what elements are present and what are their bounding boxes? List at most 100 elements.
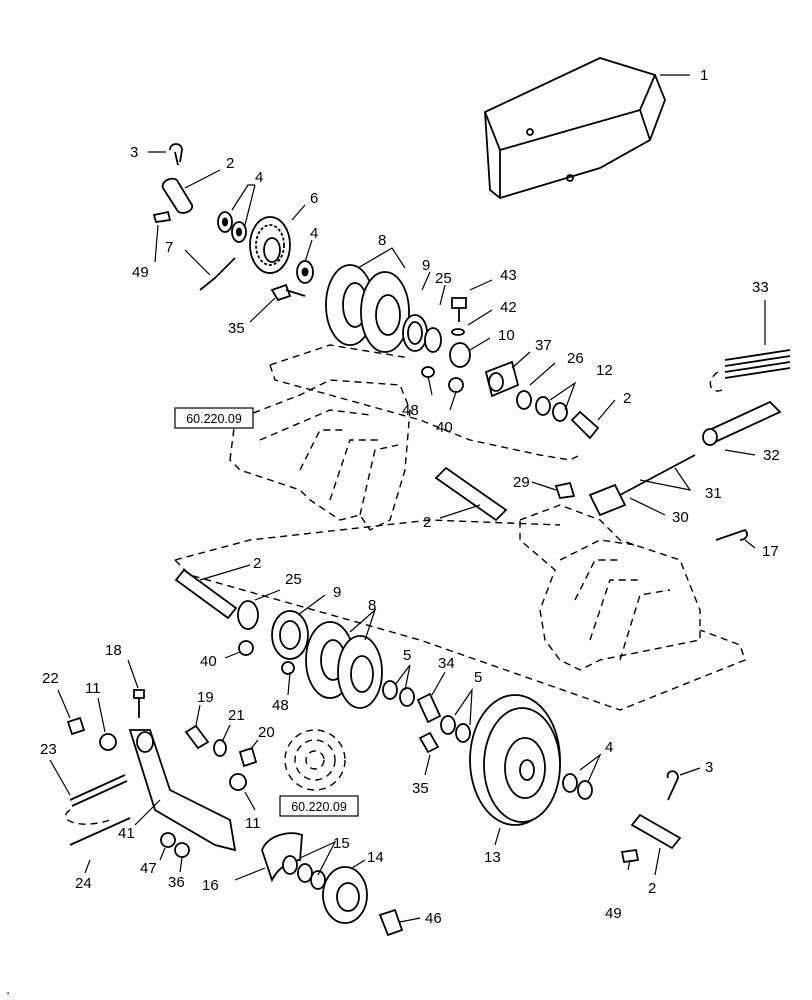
phantom-outlines [64, 344, 746, 825]
callout-5: 5 [474, 669, 482, 686]
callout-labels: 1 2 3 4 6 49 7 4 8 9 25 43 42 10 37 26 1… [40, 67, 780, 927]
callout-36: 36 [168, 874, 185, 891]
callout-12: 12 [596, 362, 613, 379]
callout-43: 43 [500, 267, 517, 284]
footer-mark: . [6, 981, 10, 998]
sprocket [249, 216, 291, 274]
callout-35: 35 [412, 780, 429, 797]
callout-15: 15 [333, 835, 350, 852]
callout-16: 16 [202, 877, 219, 894]
callout-9: 9 [333, 584, 341, 601]
callout-30: 30 [672, 509, 689, 526]
callout-37: 37 [535, 337, 552, 354]
reference-text: 60.220.09 [186, 412, 242, 426]
callout-6: 6 [310, 190, 318, 207]
callout-47: 47 [140, 860, 157, 877]
callout-29: 29 [513, 474, 530, 491]
cotter-pin-right [715, 528, 748, 541]
callout-34: 34 [438, 655, 455, 672]
callout-7: 7 [165, 239, 173, 256]
parts [66, 57, 791, 937]
callout-22: 22 [42, 670, 59, 687]
callout-5: 5 [403, 647, 411, 664]
callout-2: 2 [623, 390, 631, 407]
callout-49: 49 [605, 905, 622, 922]
callout-2: 2 [253, 555, 261, 572]
yoke [588, 483, 627, 517]
upper-frame-outline [269, 344, 581, 461]
bolt-20 [238, 746, 258, 768]
leader-lines [49, 74, 766, 923]
bolt-18 [133, 689, 145, 718]
roller-chain [199, 257, 236, 291]
pin-lower-left [174, 568, 238, 620]
extension-spring [69, 774, 128, 807]
callout-40: 40 [200, 653, 217, 670]
lower-bracket-outline [519, 504, 701, 671]
pin-center [434, 466, 508, 522]
belt-shoe [261, 832, 303, 883]
chain-loop-outline [709, 371, 723, 392]
callout-25: 25 [285, 571, 302, 588]
bushing [184, 724, 210, 750]
bolt-22 [66, 716, 86, 736]
callout-2: 2 [226, 155, 234, 172]
cotter-pin-lower [666, 770, 679, 801]
callout-48: 48 [272, 697, 289, 714]
callout-41: 41 [118, 825, 135, 842]
callout-17: 17 [762, 543, 779, 560]
callout-20: 20 [258, 724, 275, 741]
cotter-pin-top [169, 143, 183, 166]
pin-right [570, 410, 600, 440]
callout-42: 42 [500, 299, 517, 316]
callout-48: 48 [402, 402, 419, 419]
compression-spring [724, 349, 791, 379]
bolt-top [270, 283, 306, 302]
spring-hook-outline [64, 809, 111, 825]
callout-10: 10 [498, 327, 515, 344]
callout-18: 18 [105, 642, 122, 659]
reference-box-2[interactable]: 60.220.09 [279, 795, 359, 817]
callout-24: 24 [75, 875, 92, 892]
callout-2: 2 [423, 514, 431, 531]
callout-8: 8 [368, 597, 376, 614]
callout-11: 11 [85, 680, 101, 697]
threaded-rod [619, 454, 696, 496]
pin-lower-right [630, 813, 682, 850]
callout-3: 3 [130, 144, 138, 161]
pin-top-left [161, 177, 193, 214]
callout-13: 13 [484, 849, 501, 866]
spacer [416, 692, 442, 724]
callout-8: 8 [378, 232, 386, 249]
bolt-43 [451, 297, 467, 322]
callout-21: 21 [228, 707, 245, 724]
key-lower-right [620, 848, 640, 864]
callout-1: 1 [700, 67, 708, 84]
callout-33: 33 [752, 279, 769, 296]
callout-3: 3 [705, 759, 713, 776]
callout-2: 2 [648, 880, 656, 897]
upper-bracket-outline [229, 379, 411, 531]
callout-25: 25 [435, 270, 452, 287]
reference-box-1[interactable]: 60.220.09 [174, 407, 254, 429]
callout-11: 11 [245, 815, 261, 832]
callout-40: 40 [436, 419, 453, 436]
callout-46: 46 [425, 910, 442, 927]
reference-text: 60.220.09 [291, 800, 347, 814]
callout-4: 4 [255, 169, 263, 186]
callout-32: 32 [763, 447, 780, 464]
bolt-46 [378, 908, 404, 937]
bolt-29 [554, 481, 576, 499]
callout-9: 9 [422, 257, 430, 274]
lower-frame-outline [174, 519, 746, 711]
eye-rod [69, 817, 131, 846]
callout-4: 4 [605, 739, 613, 756]
callout-35: 35 [228, 320, 245, 337]
phantom-sprocket [284, 729, 346, 791]
callout-14: 14 [367, 849, 384, 866]
key-top-left [152, 210, 172, 224]
pulley [469, 694, 561, 826]
callout-49: 49 [132, 264, 149, 281]
callout-23: 23 [40, 741, 57, 758]
